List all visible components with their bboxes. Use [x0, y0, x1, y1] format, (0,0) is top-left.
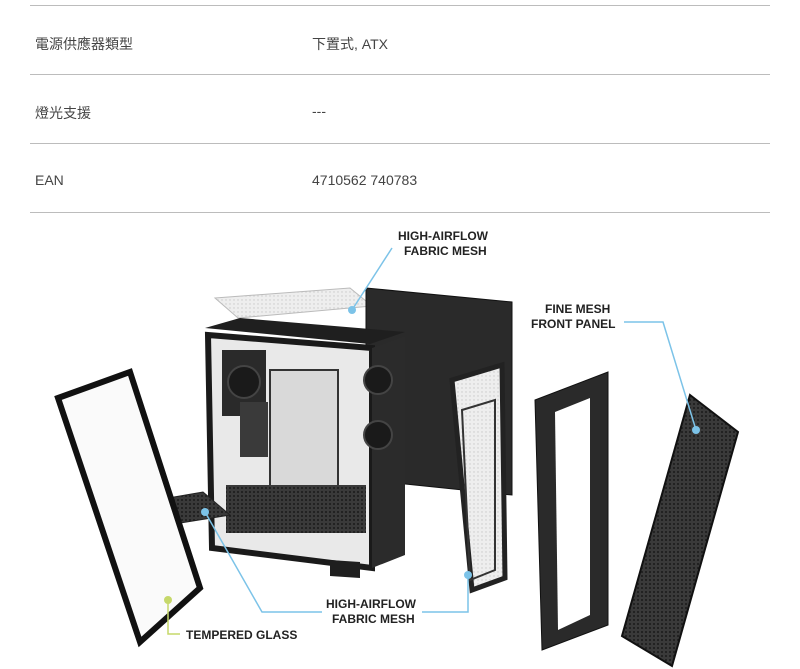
spec-table: 電源供應器類型 下置式, ATX 燈光支援 --- EAN 4710562 74… — [30, 0, 770, 213]
callout-bottom-mesh-line2: FABRIC MESH — [332, 612, 415, 626]
glass-marker — [164, 596, 180, 635]
front-frame — [534, 371, 609, 651]
top-mesh-filter — [213, 287, 374, 319]
front-fabric-mesh — [449, 361, 508, 594]
spec-row-psu-type: 電源供應器類型 下置式, ATX — [30, 5, 770, 75]
spec-value: --- — [312, 103, 326, 119]
tempered-glass-panel — [54, 368, 204, 648]
callout-markers — [201, 306, 700, 579]
callout-front-panel-line2: FRONT PANEL — [531, 317, 615, 331]
spec-row-ean: EAN 4710562 740783 — [30, 144, 770, 213]
callout-lines — [204, 247, 697, 613]
callout-bottom-mesh-line1: HIGH-AIRFLOW — [326, 597, 417, 611]
spec-label: 電源供應器類型 — [35, 36, 133, 52]
fine-mesh-front-panel — [620, 393, 740, 668]
spec-value: 下置式, ATX — [312, 36, 388, 52]
spec-label: EAN — [35, 172, 64, 188]
spec-row-lighting: 燈光支援 --- — [30, 75, 770, 144]
case-chassis — [204, 318, 405, 578]
callout-top-mesh-line1: HIGH-AIRFLOW — [398, 229, 489, 243]
callout-tempered-glass: TEMPERED GLASS — [186, 628, 297, 642]
callout-front-panel-line1: FINE MESH — [545, 302, 610, 316]
spec-label: 燈光支援 — [35, 105, 91, 121]
spec-value: 4710562 740783 — [312, 172, 418, 188]
exploded-case-illustration: HIGH-AIRFLOW FABRIC MESH FINE MESH FRONT… — [54, 229, 740, 668]
callout-top-mesh-line2: FABRIC MESH — [404, 244, 487, 258]
